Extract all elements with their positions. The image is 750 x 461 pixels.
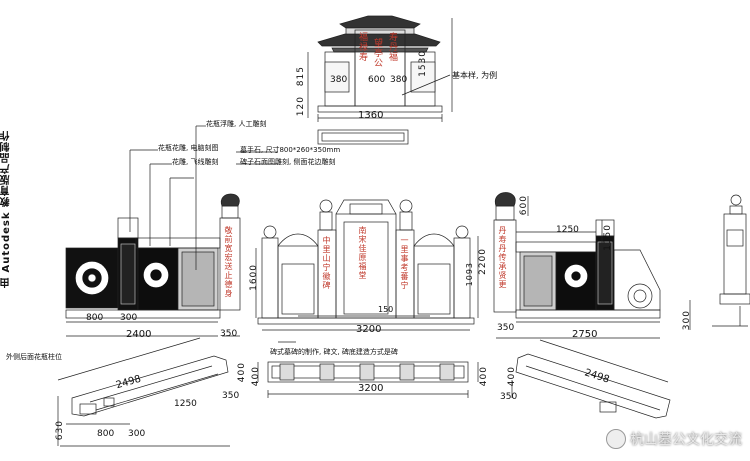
center-text-right: 一里事考蕃宁 <box>400 236 409 290</box>
plan-left-630: 630 <box>55 420 65 441</box>
watermark: 杭山墓公文化交流 <box>606 429 742 449</box>
dim-1530: 1530 <box>418 50 428 77</box>
annotation-2: 花瓶花雕, 电脑刻图 <box>158 144 219 152</box>
plan-caption: 碑式墓碑的制作, 碑文, 碑底建造方式是碑 <box>270 348 398 356</box>
dim-right-350: 350 <box>497 323 515 333</box>
top-inscription-3: 寿丹福 <box>387 32 397 62</box>
dim-1360: 1360 <box>358 110 384 121</box>
dim-380-left: 380 <box>330 75 348 85</box>
dim-center-150: 150 <box>378 305 394 314</box>
plan-left-300: 300 <box>128 429 146 439</box>
annotation-4: 墓手石, 尺寸800*260*350mm <box>240 146 341 154</box>
dim-center-3200: 3200 <box>356 324 382 335</box>
center-text-middle: 南宋佳原福堂 <box>358 226 367 280</box>
right-pillar-text: 丹寿丹传承贤更 <box>498 226 507 289</box>
top-inscription-1: 福禄寿 <box>357 32 367 62</box>
watermark-text: 杭山墓公文化交流 <box>630 432 742 448</box>
dim-center-2200: 2200 <box>478 248 488 275</box>
annotation-5: 碑子石面图雕刻, 侧面花边雕刻 <box>240 158 336 166</box>
dim-left-300: 300 <box>120 313 138 323</box>
dim-120: 120 <box>296 96 306 117</box>
dim-right-1250: 1250 <box>556 225 579 235</box>
plan-left-400: 400 <box>237 362 247 383</box>
side-credit-text: 由 Autodesk 教育版产品制作 <box>1 130 12 289</box>
plan-left-350: 350 <box>222 391 240 401</box>
plan-bottom-left-note: 外侧后面花瓶柱位 <box>6 353 62 361</box>
plan-center-400-left: 400 <box>251 366 261 387</box>
dim-left-2400: 2400 <box>126 329 152 340</box>
dim-600: 600 <box>368 75 386 85</box>
wechat-icon <box>606 429 626 449</box>
center-front <box>255 199 479 343</box>
annotation-1: 花瓶浮雕, 人工雕刻 <box>206 120 267 128</box>
top-note: 基本样, 为例 <box>452 71 498 80</box>
plan-view <box>57 337 671 447</box>
dim-right-600: 600 <box>519 195 529 216</box>
dim-center-1093: 1093 <box>465 262 474 287</box>
dim-left-800: 800 <box>86 313 104 323</box>
dim-left-350: 350 <box>220 329 238 339</box>
plan-left-800: 800 <box>97 429 115 439</box>
annotation-3: 花雕, 飞线雕刻 <box>172 158 219 166</box>
plan-right-400: 400 <box>507 366 517 387</box>
dim-right-1150: 1150 <box>603 224 613 251</box>
center-text-left: 中里山宁徽碑 <box>322 236 331 290</box>
top-elevation <box>307 15 453 145</box>
dim-center-1600: 1600 <box>249 264 259 291</box>
left-pillar-text: 敬前宽宏送止德身 <box>224 226 233 298</box>
far-right-elevation <box>712 194 750 327</box>
plan-center-400-right: 400 <box>479 366 489 387</box>
left-wing-front <box>65 125 278 337</box>
dim-right-2750: 2750 <box>572 329 598 340</box>
dim-right-300: 300 <box>682 310 692 331</box>
plan-left-1250: 1250 <box>174 399 197 409</box>
top-inscription-2: 望亭公 <box>372 38 382 68</box>
right-wing-front <box>493 192 691 339</box>
dim-380-right: 380 <box>390 75 408 85</box>
dim-815: 815 <box>296 66 306 87</box>
plan-right-350: 350 <box>500 392 518 402</box>
plan-center-3200: 3200 <box>358 383 384 394</box>
